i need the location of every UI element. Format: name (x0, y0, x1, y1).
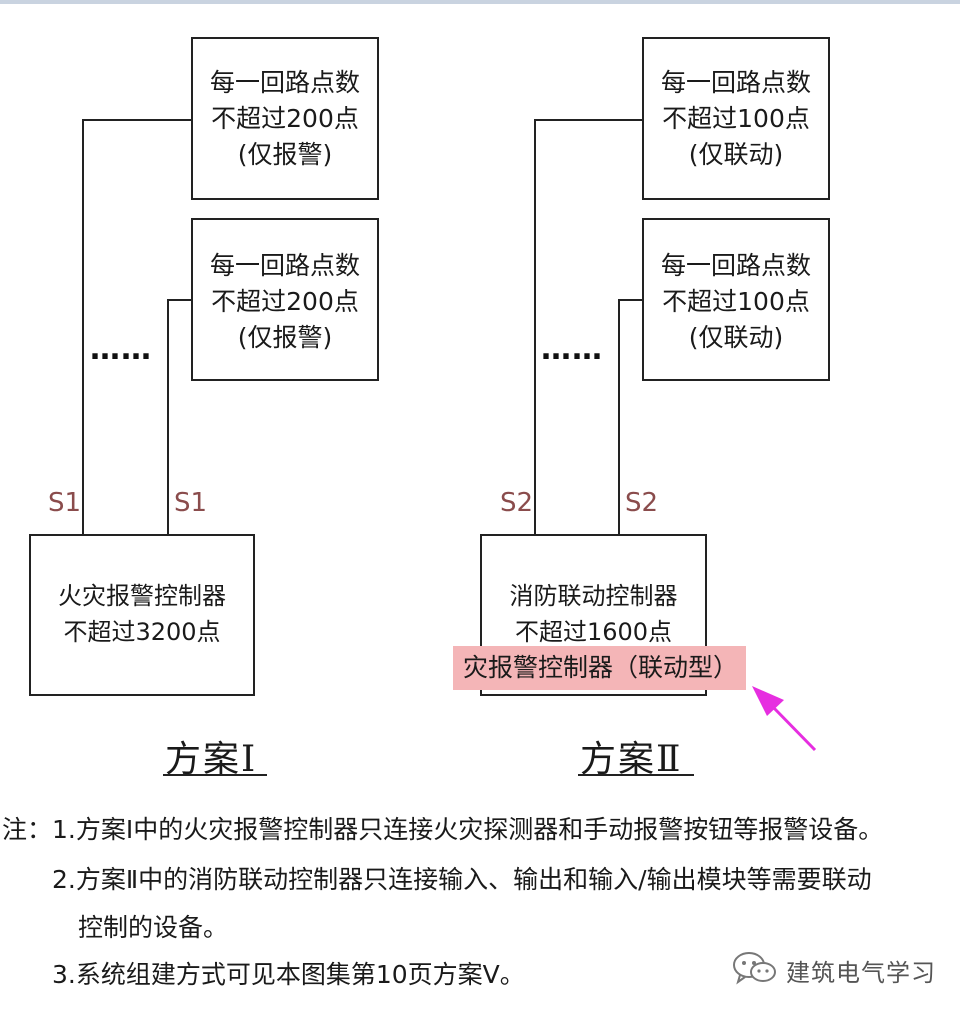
pointer-arrow (752, 686, 817, 752)
scheme1-bus-label-right: S1 (174, 488, 208, 518)
loop-box-line: (仅报警) (237, 140, 333, 169)
scheme2-loop-box-1: 每一回路点数 不超过100点 (仅联动) (642, 37, 830, 200)
note-line-3: 控制的设备。 (78, 913, 229, 942)
scheme1-loop-box-1: 每一回路点数 不超过200点 (仅报警) (191, 37, 379, 200)
scheme1-ellipsis: …… (90, 332, 152, 367)
scheme2-ellipsis: …… (541, 332, 603, 367)
loop-box-line: 每一回路点数 (660, 68, 811, 97)
scheme2-caption: 方案Ⅱ (580, 739, 683, 780)
loop-box-line: 不超过200点 (211, 287, 359, 316)
controller-line: 消防联动控制器 (509, 582, 678, 610)
scheme1-caption: 方案Ⅰ (165, 739, 258, 780)
scheme1-loop-box-2: 每一回路点数 不超过200点 (仅报警) (191, 218, 379, 381)
loop-box-line: (仅报警) (237, 323, 333, 352)
controller-line: 不超过3200点 (63, 618, 221, 646)
scheme1-bus-label-left: S1 (48, 488, 82, 518)
scheme1-bus-left (82, 119, 192, 535)
watermark: 建筑电气学习 (732, 950, 936, 990)
scheme2-bus-label-right: S2 (625, 488, 659, 518)
scheme2-caption-underline (578, 774, 694, 776)
top-border (0, 0, 960, 4)
wechat-icon (732, 951, 778, 989)
loop-box-line: 不超过100点 (662, 104, 810, 133)
loop-box-line: 每一回路点数 (209, 251, 360, 280)
loop-box-line: 每一回路点数 (209, 68, 360, 97)
loop-box-line: (仅联动) (688, 140, 784, 169)
controller-line: 不超过1600点 (514, 618, 673, 646)
note-line-4: 3.系统组建方式可见本图集第10页方案Ⅴ。 (52, 960, 525, 989)
controller-line: 火灾报警控制器 (58, 582, 226, 610)
scheme2-loop-box-2: 每一回路点数 不超过100点 (仅联动) (642, 218, 830, 381)
loop-box-line: 每一回路点数 (660, 251, 811, 280)
loop-box-line: 不超过100点 (662, 287, 810, 316)
loop-box-line: 不超过200点 (211, 104, 359, 133)
watermark-text: 建筑电气学习 (786, 958, 936, 987)
highlighted-annotation: 灾报警控制器（联动型） (453, 646, 746, 690)
scheme2-bus-left (534, 119, 643, 535)
scheme2-bus-label-left: S2 (500, 488, 534, 518)
scheme1-controller-box: 火灾报警控制器 不超过3200点 (29, 534, 255, 696)
loop-box-line: (仅联动) (688, 323, 784, 352)
note-line-1: 注：1.方案Ⅰ中的火灾报警控制器只连接火灾探测器和手动报警按钮等报警设备。 (2, 815, 884, 844)
scheme2-bus-right (618, 299, 643, 535)
scheme1-caption-underline (163, 774, 267, 776)
scheme1-bus-right (167, 299, 192, 535)
note-line-2: 2.方案Ⅱ中的消防联动控制器只连接输入、输出和输入/输出模块等需要联动 (52, 865, 872, 894)
